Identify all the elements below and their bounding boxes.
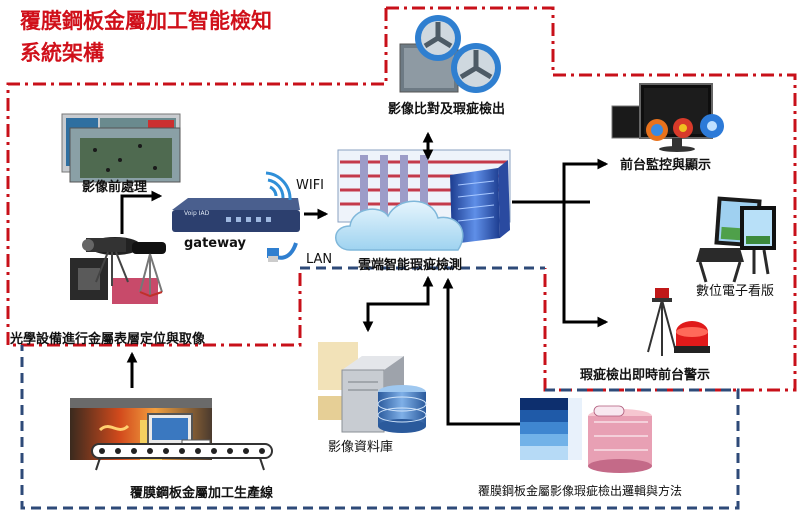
red-dashed-boundary-left xyxy=(6,8,388,347)
label-production: 覆膜鋼板金屬加工生產線 xyxy=(130,486,274,501)
diagram-title-line1: 覆膜鋼板金屬加工智能檢知 xyxy=(20,9,272,33)
alarm-beacon-icon xyxy=(647,288,710,356)
blue-dashed-boundary xyxy=(20,266,740,510)
label-gateway: gateway xyxy=(184,236,246,251)
image-database-icon xyxy=(318,342,427,433)
digital-signage-kiosk-icon xyxy=(696,196,776,283)
monitor-displays-icon xyxy=(611,83,724,152)
label-database: 影像資料庫 xyxy=(328,440,394,455)
lan-cable-icon xyxy=(267,242,298,262)
optical-equipment-icon xyxy=(70,237,166,304)
label-cloud: 雲端智能瑕疵檢測 xyxy=(358,258,463,273)
label-lan: LAN xyxy=(306,252,333,267)
label-wifi: WIFI xyxy=(296,178,324,193)
logic-method-stack-icon xyxy=(520,398,652,473)
label-frontend: 前台監控與顯示 xyxy=(620,158,712,173)
wifi-signal-icon xyxy=(265,171,292,201)
image-compare-icon xyxy=(399,15,501,93)
diagram-title-line2: 系統架構 xyxy=(20,41,104,65)
flow-arrows xyxy=(120,131,609,426)
router-brand-text: Voip IAD xyxy=(184,210,210,217)
gateway-router-icon: Voip IAD xyxy=(172,198,300,232)
arrow-cloud-to-outputs xyxy=(512,162,606,324)
label-logic: 覆膜鋼板金屬影像瑕疵檢出邏輯與方法 xyxy=(478,484,683,498)
preprocess-screens-icon xyxy=(61,113,181,183)
label-signage: 數位電子看版 xyxy=(696,284,775,299)
production-line-photo xyxy=(70,398,273,471)
arrow-logic-to-cloud xyxy=(442,277,520,426)
label-image-compare: 影像比對及瑕疵檢出 xyxy=(388,102,506,117)
cloud-server-icon xyxy=(335,149,511,251)
arrow-db-cloud xyxy=(362,275,434,333)
arrow-optical-to-preprocess xyxy=(120,190,163,234)
label-alarm: 瑕疵檢出即時前台警示 xyxy=(580,368,711,383)
label-preprocess: 影像前處理 xyxy=(82,180,148,195)
label-optical: 光學設備進行金屬表層定位與取像 xyxy=(10,332,206,347)
